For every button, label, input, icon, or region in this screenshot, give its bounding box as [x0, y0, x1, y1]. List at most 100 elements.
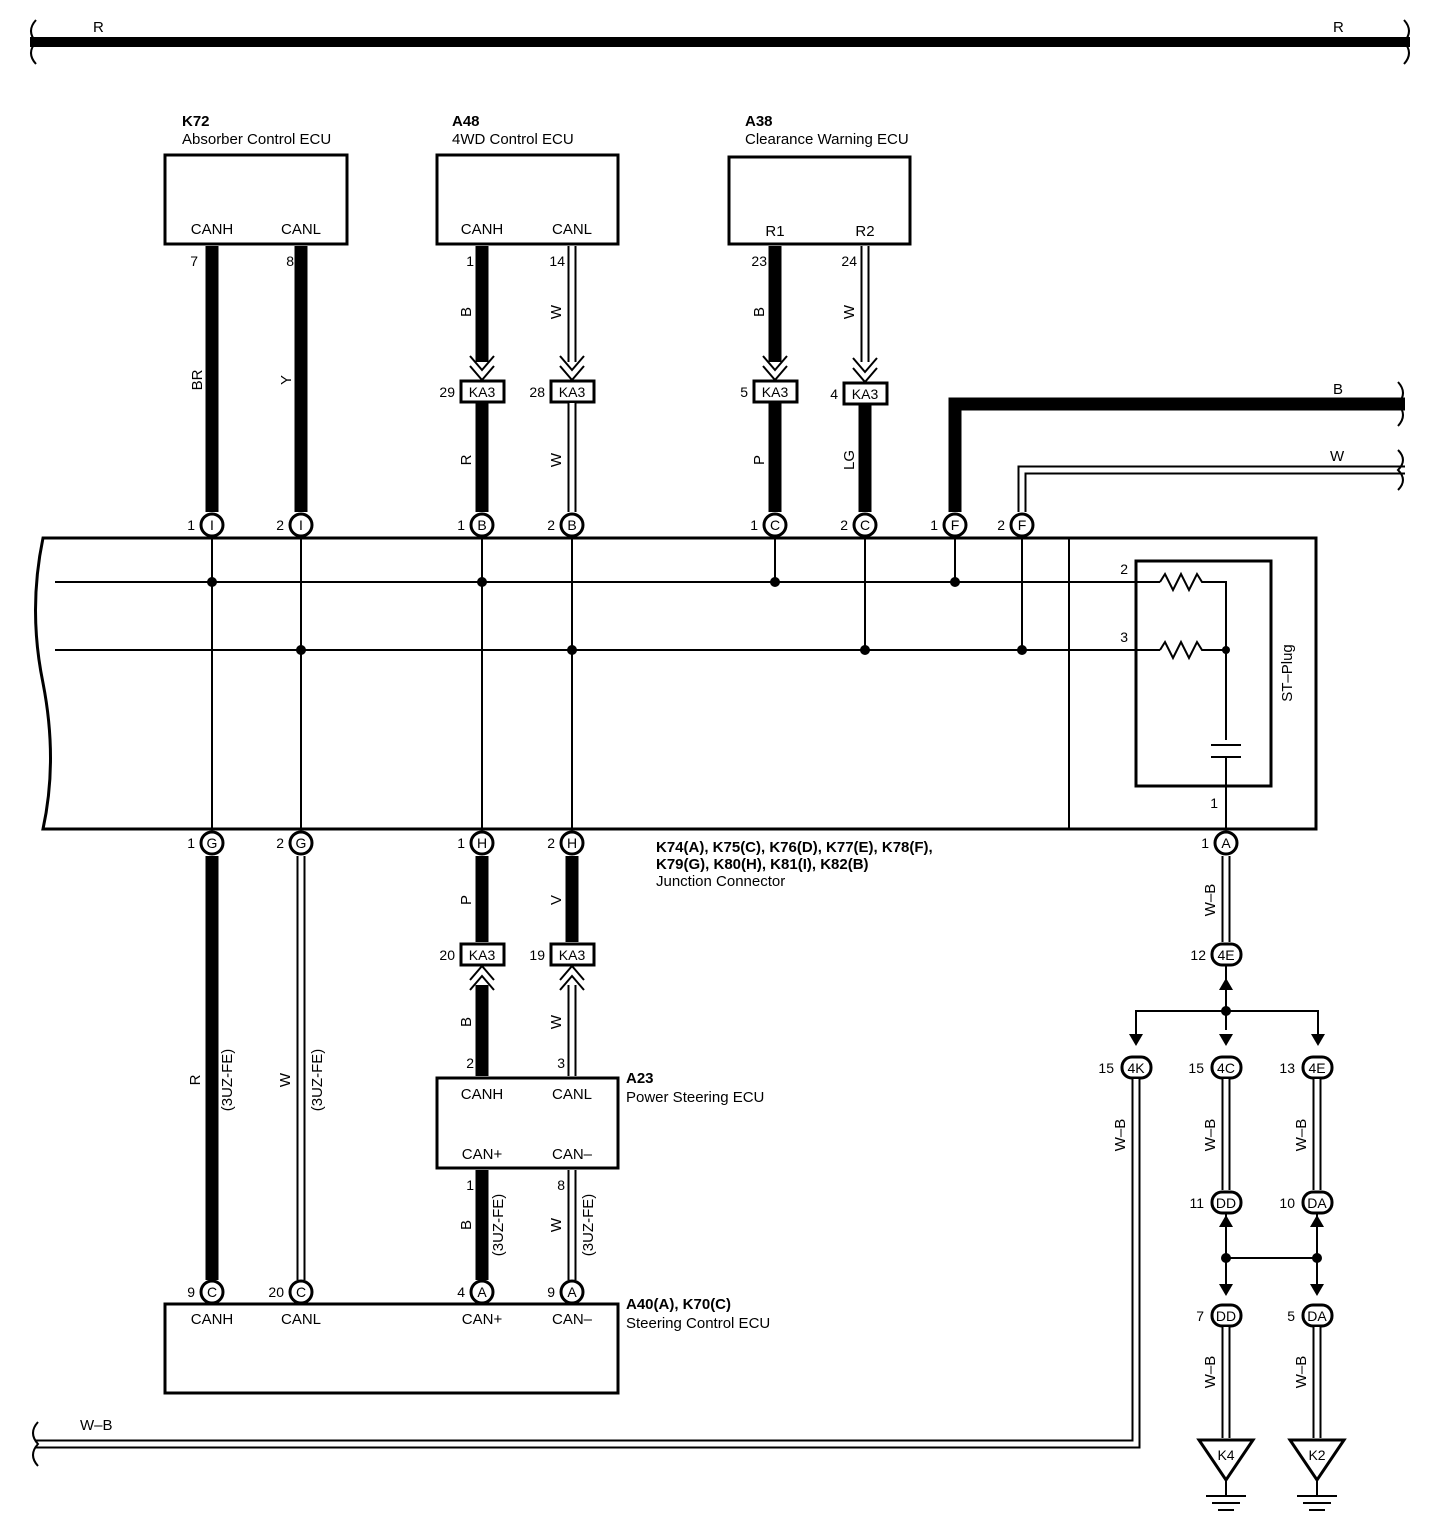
svg-text:CANH: CANH	[191, 1311, 234, 1328]
svg-text:CANL: CANL	[552, 1086, 592, 1103]
svg-text:28: 28	[529, 384, 545, 400]
pin-f2: F2	[997, 512, 1035, 538]
top-bus-left-label: R	[93, 19, 104, 36]
svg-text:7: 7	[1196, 1308, 1204, 1324]
wire-label-y: Y	[278, 375, 295, 385]
svg-text:KA3: KA3	[469, 384, 496, 400]
svg-text:(3UZ-FE): (3UZ-FE)	[490, 1194, 507, 1257]
svg-text:12: 12	[1190, 947, 1206, 963]
svg-text:(3UZ-FE): (3UZ-FE)	[309, 1049, 326, 1112]
wire-label-a48-b: B	[458, 307, 475, 317]
svg-text:(3UZ-FE): (3UZ-FE)	[219, 1049, 236, 1112]
st-plug-box	[1134, 559, 1273, 788]
svg-text:H: H	[477, 835, 487, 851]
wire-label-bottom-wb: W–B	[80, 1417, 113, 1434]
svg-text:W–B: W–B	[1202, 1356, 1219, 1389]
connector-da-5	[1301, 1303, 1334, 1328]
svg-text:V: V	[548, 895, 565, 905]
pin-a40-c20: C20	[268, 1279, 314, 1305]
svg-text:10: 10	[1279, 1195, 1295, 1211]
earth-ground-icon	[1206, 1480, 1246, 1511]
pin-b2: B2	[547, 512, 585, 538]
connector-ka3	[459, 379, 506, 404]
svg-text:CAN+: CAN+	[462, 1146, 503, 1163]
pin-c2: C2	[840, 512, 878, 538]
ecu-a40: C9 C20 A4 A9 CANH CANL CAN+ CAN– A40(A),…	[163, 1279, 770, 1395]
svg-text:DA: DA	[1307, 1308, 1327, 1324]
svg-text:W–B: W–B	[1293, 1119, 1310, 1152]
connector-ka3	[752, 379, 799, 404]
svg-text:W: W	[548, 452, 565, 467]
pin-a40-a9: A9	[547, 1279, 585, 1305]
svg-text:2: 2	[547, 835, 555, 851]
arrow-down-icon	[1219, 1284, 1233, 1296]
pin-a1: A1	[1201, 830, 1239, 856]
svg-text:19: 19	[529, 947, 545, 963]
svg-text:I: I	[299, 517, 303, 533]
svg-text:A: A	[567, 1284, 577, 1300]
pin-i2: I2	[276, 512, 314, 538]
svg-text:P: P	[458, 895, 475, 905]
wire-wb-bottom	[35, 1079, 1139, 1447]
ecu-a38-box	[727, 155, 912, 246]
svg-text:20: 20	[439, 947, 455, 963]
ecu-a48-name: 4WD Control ECU	[452, 131, 574, 148]
pin-c1: C1	[750, 512, 788, 538]
junction-top-pins: I1 I2 B1 B2 C1 C2 F1 F2	[187, 512, 1035, 538]
svg-text:H: H	[567, 835, 577, 851]
ecu-a23-code: A23	[626, 1070, 654, 1087]
svg-text:2: 2	[997, 517, 1005, 533]
svg-text:W–B: W–B	[1202, 1119, 1219, 1152]
svg-text:CANL: CANL	[281, 1311, 321, 1328]
ecu-k72: K72 Absorber Control ECU CANH CANL 7 8 B…	[163, 113, 349, 512]
svg-text:8: 8	[557, 1177, 565, 1193]
junction-bottom-pins: G1 G2 H1 H2 A1	[187, 830, 1239, 856]
svg-text:11: 11	[1189, 1195, 1204, 1211]
junction-connector: 2 3 1 ST–Plug K74(A), K75(C), K76(D), K7…	[34, 536, 1318, 890]
svg-text:1: 1	[466, 1177, 474, 1193]
junction-caption-line1: K74(A), K75(C), K76(D), K77(E), K78(F),	[656, 839, 933, 856]
pin-f1: F1	[930, 512, 968, 538]
svg-text:9: 9	[187, 1284, 195, 1300]
svg-text:DA: DA	[1307, 1195, 1327, 1211]
svg-text:A: A	[1221, 835, 1231, 851]
ecu-a48-num-a: 1	[466, 253, 474, 269]
svg-text:15: 15	[1188, 1060, 1204, 1076]
svg-text:1: 1	[457, 517, 465, 533]
st-plug-label: ST–Plug	[1279, 644, 1296, 702]
svg-text:9: 9	[547, 1284, 555, 1300]
pin-g1: G1	[187, 830, 225, 856]
svg-text:13: 13	[1279, 1060, 1295, 1076]
svg-text:DD: DD	[1216, 1195, 1236, 1211]
svg-text:29: 29	[439, 384, 455, 400]
svg-text:15: 15	[1098, 1060, 1114, 1076]
ecu-a48-pin-a: CANH	[461, 221, 504, 238]
svg-text:1: 1	[750, 517, 758, 533]
arrow-down-icon	[1129, 1034, 1143, 1046]
svg-text:5: 5	[1287, 1308, 1295, 1324]
svg-text:4E: 4E	[1308, 1060, 1325, 1076]
resistor-icon	[1159, 571, 1227, 740]
ecu-a40-box	[163, 1302, 620, 1395]
ecu-a23: A23 Power Steering ECU 2 3 CANH CANL CAN…	[435, 1055, 764, 1193]
svg-text:LG: LG	[841, 450, 858, 470]
svg-text:G: G	[207, 835, 218, 851]
connector-ka3	[549, 379, 596, 404]
svg-text:R: R	[187, 1074, 204, 1085]
ecu-k72-pin-a: CANH	[191, 221, 234, 238]
connector-dd-7	[1210, 1303, 1243, 1328]
ecu-a38-pin-a: R1	[765, 223, 784, 240]
ecu-k72-num-b: 8	[286, 253, 294, 269]
svg-text:2: 2	[547, 517, 555, 533]
svg-text:C: C	[860, 517, 870, 533]
svg-text:R: R	[458, 454, 475, 465]
svg-text:B: B	[458, 1017, 475, 1027]
svg-text:W: W	[548, 1217, 565, 1232]
svg-text:CAN–: CAN–	[552, 1146, 593, 1163]
svg-text:3: 3	[1120, 629, 1128, 645]
svg-text:CAN+: CAN+	[462, 1311, 503, 1328]
connector-4e	[1210, 942, 1243, 967]
svg-text:2: 2	[840, 517, 848, 533]
wire-label-br: BR	[189, 369, 206, 390]
svg-text:C: C	[296, 1284, 306, 1300]
